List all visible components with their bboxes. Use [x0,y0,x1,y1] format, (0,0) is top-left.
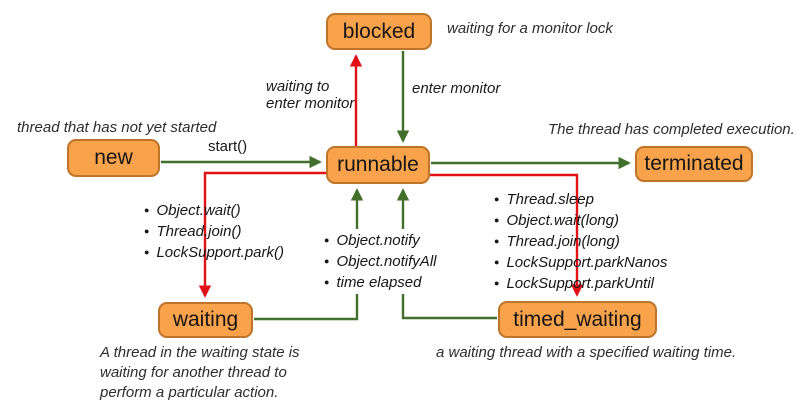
bullet-list-back-to-runnable: Object.notify Object.notifyAll time elap… [322,229,443,294]
state-label-terminated: terminated [644,152,744,175]
state-label-runnable: runnable [337,153,419,176]
bullet-item: time elapsed [324,272,436,293]
bullet-item: LockSupport.parkNanos [494,252,667,273]
bullet-item: LockSupport.parkUntil [494,273,667,294]
bullet-item: Object.wait() [144,200,284,221]
bullet-list-runnable-to-waiting: Object.wait() Thread.join() LockSupport.… [144,200,284,263]
state-box-blocked: blocked [326,13,432,50]
edge-label-enter-monitor: enter monitor [412,80,501,97]
state-box-waiting: waiting [158,302,253,338]
state-box-runnable: runnable [326,146,430,184]
note-new: thread that has not yet started [17,119,217,136]
note-terminated: The thread has completed execution. [548,121,795,138]
bullet-item: Thread.sleep [494,189,667,210]
state-label-new: new [94,146,133,169]
note-waiting: A thread in the waiting state is waiting… [100,344,300,401]
state-box-new: new [67,139,160,177]
note-blocked: waiting for a monitor lock [447,20,613,37]
state-label-blocked: blocked [342,19,416,43]
bullet-item: Object.wait(long) [494,210,667,231]
state-label-waiting: waiting [172,308,239,331]
state-box-terminated: terminated [635,146,753,182]
edge-label-start: start() [208,138,248,155]
note-timed-waiting: a waiting thread with a specified waitin… [436,344,737,361]
bullet-item: LockSupport.park() [144,242,284,263]
edge-label-waiting-to-enter-monitor: waiting to enter monitor [266,78,355,112]
bullet-item: Object.notifyAll [324,251,436,272]
bullet-item: Object.notify [324,230,436,251]
bullet-item: Thread.join() [144,221,284,242]
state-label-timed-waiting: timed_waiting [513,307,642,331]
bullet-item: Thread.join(long) [494,231,667,252]
bullet-list-runnable-to-timed-waiting: Thread.sleep Object.wait(long) Thread.jo… [494,189,667,294]
state-box-timed-waiting: timed_waiting [498,301,657,338]
